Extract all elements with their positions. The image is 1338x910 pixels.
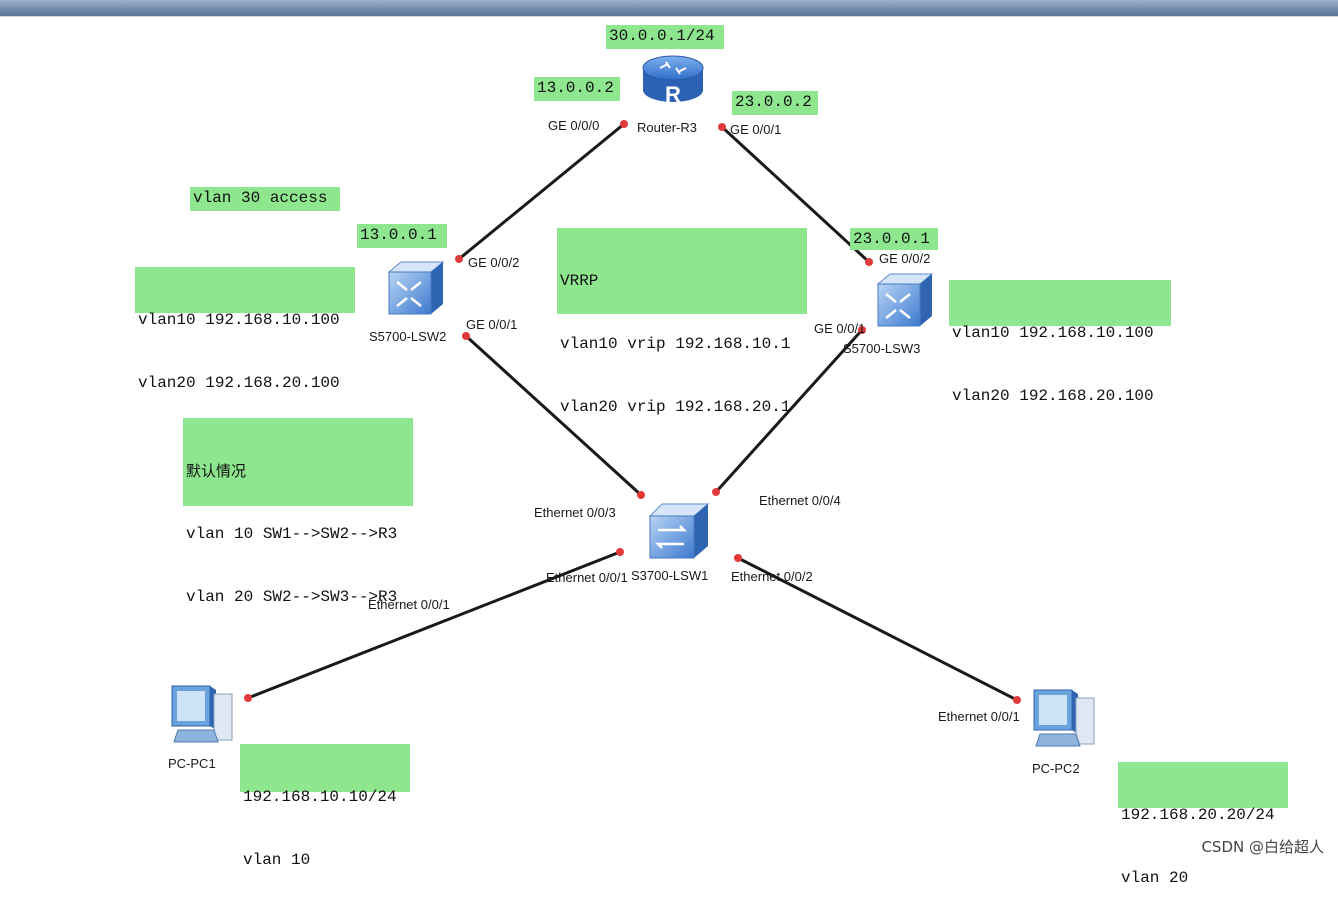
port-dot [712, 488, 720, 496]
note-vrrp: VRRP vlan10 vrip 192.168.10.1 vlan20 vri… [557, 228, 807, 416]
port-label-lsw3-ge002: GE 0/0/2 [879, 251, 931, 266]
l2-switch-icon [648, 503, 710, 559]
l3-switch-icon [876, 273, 934, 327]
port-label-lsw1-eth1: Ethernet 0/0/1 [546, 570, 628, 585]
note-lsw2-ip: 13.0.0.1 [357, 224, 447, 248]
pc-icon [1033, 689, 1095, 747]
link-r3-lsw3 [720, 125, 871, 264]
port-dot [637, 491, 645, 499]
port-label-lsw1-eth3: Ethernet 0/0/3 [534, 505, 616, 520]
device-label-lsw3: S5700-LSW3 [843, 341, 921, 356]
note-line: vlan10 192.168.10.100 [138, 311, 340, 329]
port-dot [858, 326, 866, 334]
pc-icon [171, 685, 233, 743]
note-r3-loopback: 30.0.0.1/24 [606, 25, 724, 49]
note-line: vlan 20 SW2-->SW3-->R3 [186, 588, 398, 606]
port-dot [620, 120, 628, 128]
port-label-pc2-eth1: Ethernet 0/0/1 [938, 709, 1020, 724]
topology-canvas [244, 120, 1021, 704]
l3-switch-icon [387, 261, 445, 315]
link-lsw1-pc2 [736, 556, 1019, 702]
note-line: 192.168.20.20/24 [1121, 806, 1275, 824]
pc-pc2[interactable] [1026, 686, 1098, 752]
port-dot [616, 548, 624, 556]
note-line: vlan 10 [243, 851, 311, 869]
device-label-router-r3: Router-R3 [637, 120, 697, 135]
port-dot [718, 123, 726, 131]
port-label-lsw1-eth4: Ethernet 0/0/4 [759, 493, 841, 508]
note-lsw3-ip: 23.0.0.1 [850, 228, 938, 250]
link-lsw2-lsw1 [464, 334, 643, 497]
router-r3[interactable]: R [640, 52, 706, 108]
note-line: vlan20 192.168.20.100 [138, 374, 340, 392]
port-dot [734, 554, 742, 562]
port-label-lsw1-eth2: Ethernet 0/0/2 [731, 569, 813, 584]
note-line: vlan 10 SW1-->SW2-->R3 [186, 525, 398, 543]
switch-lsw3[interactable] [876, 272, 934, 328]
port-label-lsw2-ge001: GE 0/0/1 [466, 317, 518, 332]
note-lsw3-vlans: vlan10 192.168.10.100 vlan20 192.168.20.… [949, 280, 1171, 405]
port-dot [462, 332, 470, 340]
note-line: vlan 20 [1121, 869, 1189, 887]
link-r3-lsw2 [457, 122, 626, 261]
note-line: vlan20 192.168.20.100 [952, 387, 1154, 405]
port-label-lsw2-ge002: GE 0/0/2 [468, 255, 520, 270]
port-label-pc1-eth1: Ethernet 0/0/1 [368, 597, 450, 612]
note-default-path: 默认情况 vlan 10 SW1-->SW2-->R3 vlan 20 SW2-… [183, 418, 413, 606]
note-line: vlan20 vrip 192.168.20.1 [560, 398, 791, 416]
note-pc1: 192.168.10.10/24 vlan 10 [240, 744, 410, 869]
link-lsw3-lsw1 [714, 328, 864, 494]
note-line: vlan10 vrip 192.168.10.1 [560, 335, 791, 353]
note-line: vlan10 192.168.10.100 [952, 324, 1154, 342]
device-label-pc2: PC-PC2 [1032, 761, 1080, 776]
switch-lsw2[interactable] [387, 260, 445, 316]
device-label-lsw1: S3700-LSW1 [631, 568, 709, 583]
port-label-r3-ge001: GE 0/0/1 [730, 122, 782, 137]
pc-pc1[interactable] [164, 682, 236, 748]
note-line: 192.168.10.10/24 [243, 788, 397, 806]
port-dot [865, 258, 873, 266]
port-dot [455, 255, 463, 263]
port-label-lsw3-ge001: GE 0/0/1 [814, 321, 866, 336]
note-pc2: 192.168.20.20/24 vlan 20 [1118, 762, 1288, 887]
port-dot [244, 694, 252, 702]
port-dot [1013, 696, 1021, 704]
note-r3-ge001-ip: 23.0.0.2 [732, 91, 818, 115]
svg-text:R: R [665, 82, 681, 107]
note-line: VRRP [560, 272, 599, 290]
device-label-pc1: PC-PC1 [168, 756, 216, 771]
window-title-bar [0, 0, 1338, 17]
router-icon: R [642, 55, 704, 107]
watermark: CSDN @白给超人 [1201, 838, 1324, 856]
device-label-lsw2: S5700-LSW2 [369, 329, 447, 344]
port-dots [244, 120, 1021, 704]
note-r3-ge000-ip: 13.0.0.2 [534, 77, 620, 101]
note-lsw2-vlans: vlan10 192.168.10.100 vlan20 192.168.20.… [135, 267, 355, 392]
link-lsw1-pc1 [246, 550, 622, 700]
switch-lsw1[interactable] [648, 502, 710, 560]
links [246, 122, 1019, 702]
note-vlan30-access: vlan 30 access [190, 187, 340, 211]
port-label-r3-ge000: GE 0/0/0 [548, 118, 600, 133]
note-line: 默认情况 [186, 462, 247, 480]
